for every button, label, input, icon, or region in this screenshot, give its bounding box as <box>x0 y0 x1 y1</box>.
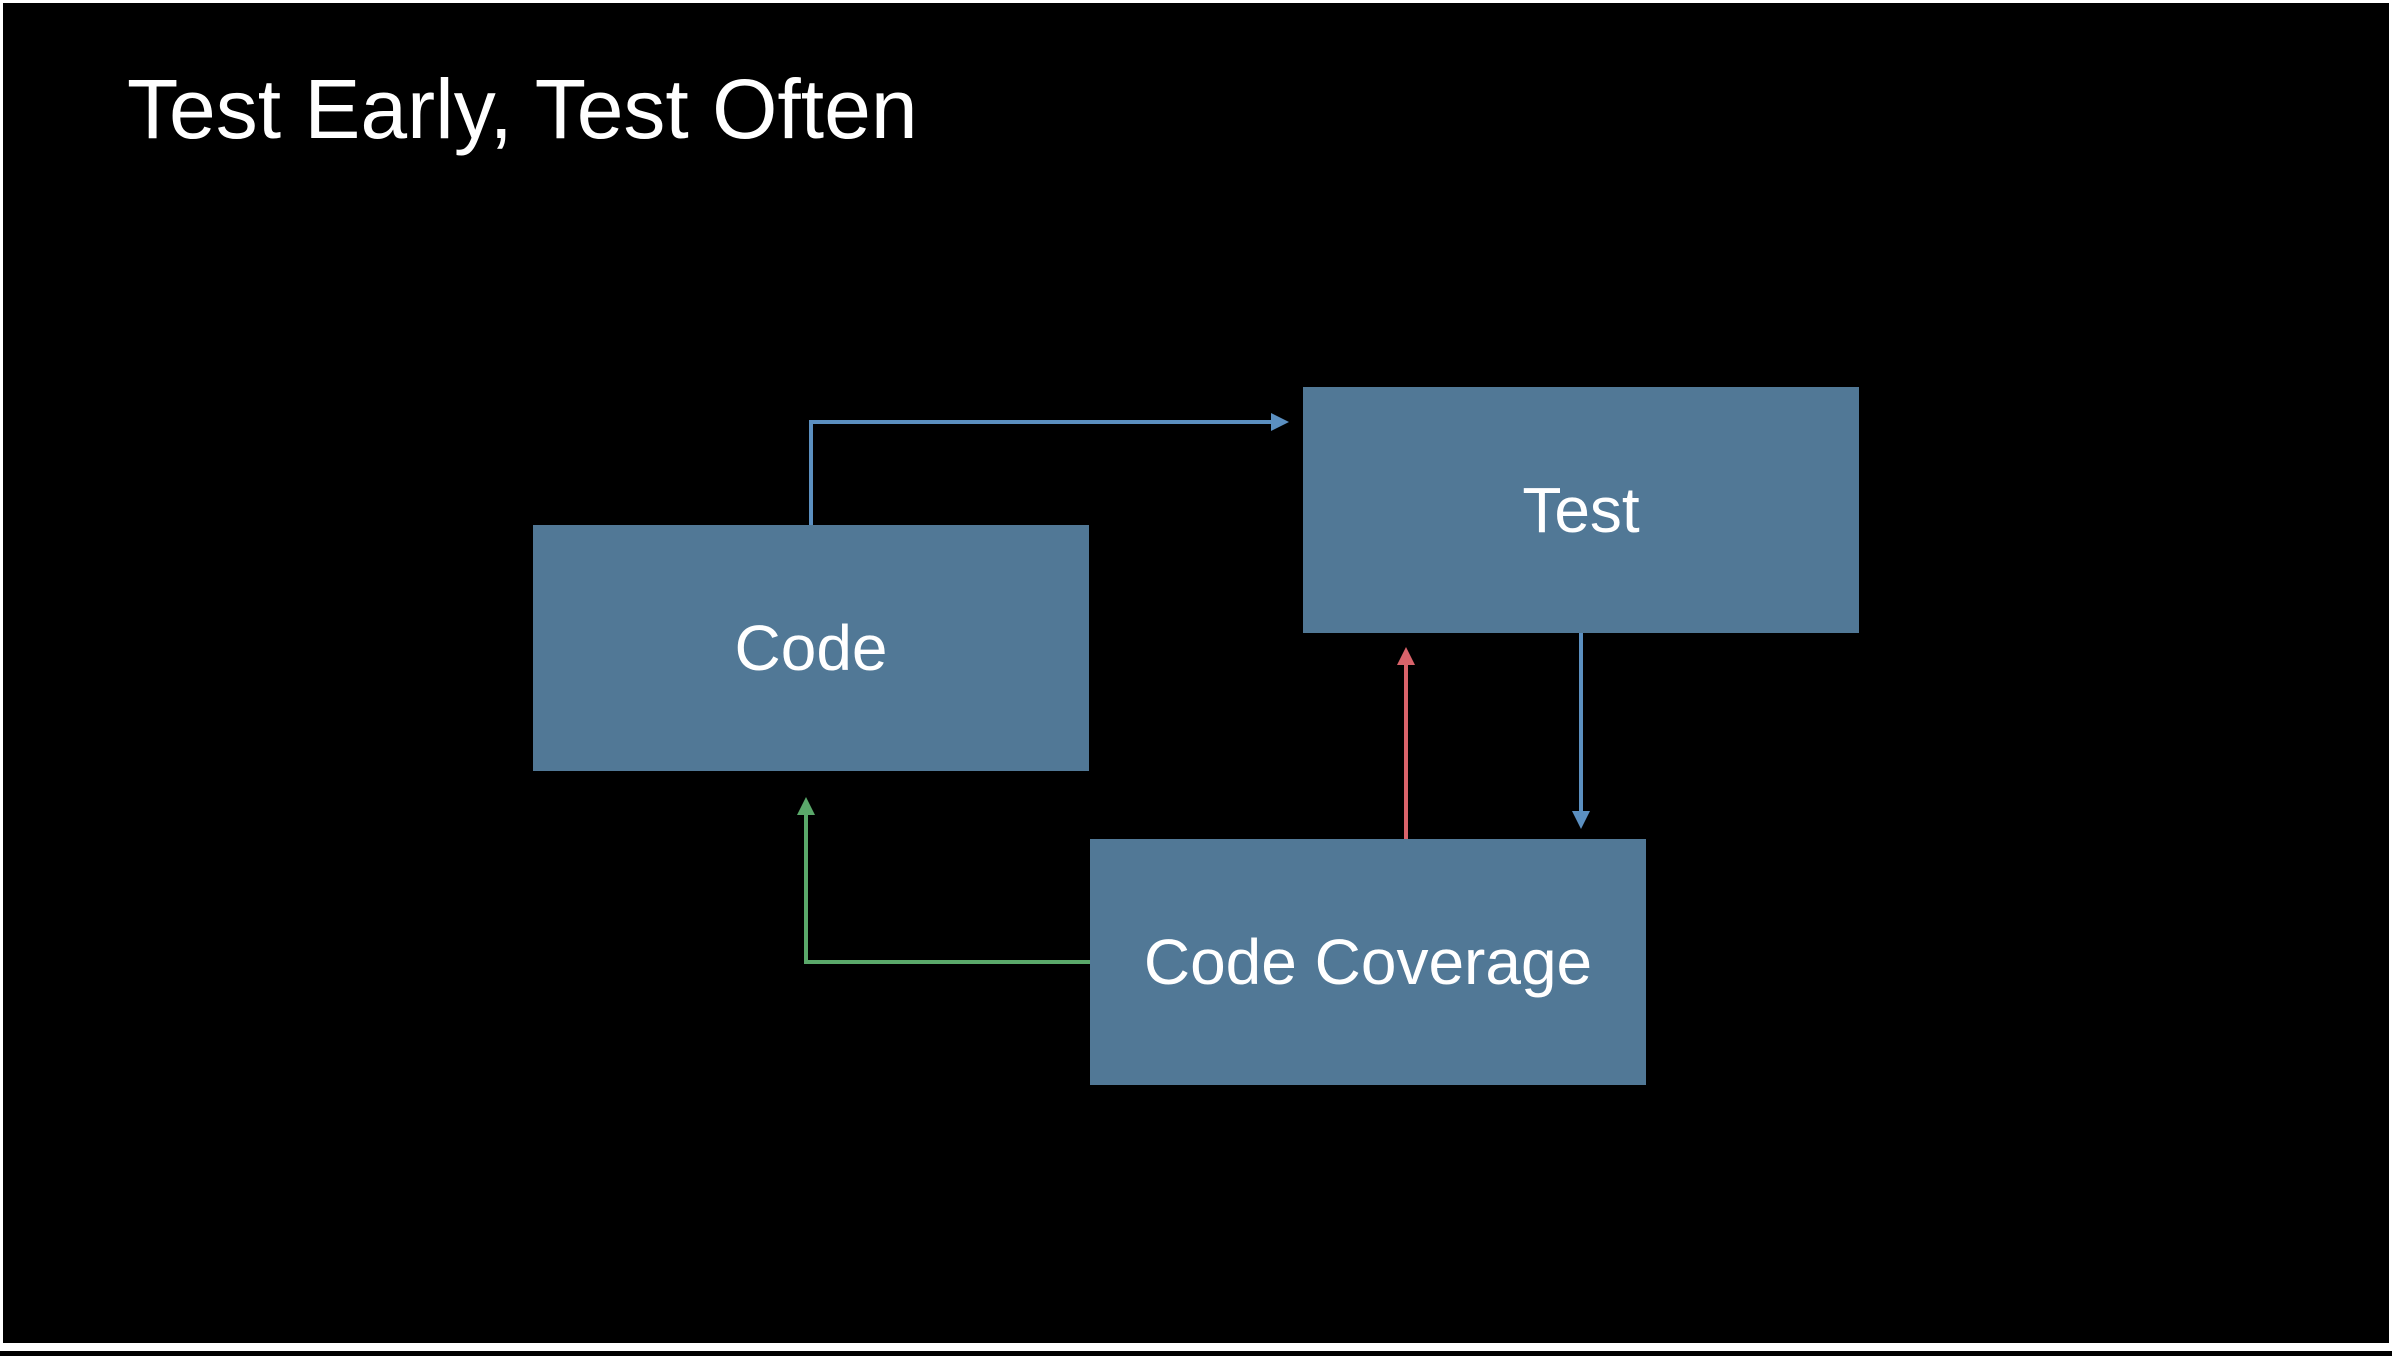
edge-coverage-to-code <box>797 797 1090 964</box>
slide-title: Test Early, Test Often <box>127 62 918 156</box>
node-test-label: Test <box>1522 474 1640 546</box>
node-code: Code <box>533 525 1089 771</box>
node-test: Test <box>1303 387 1859 633</box>
bottom-border-line <box>0 1351 2392 1356</box>
edge-code-to-test <box>809 413 1289 525</box>
edge-test-to-coverage <box>1572 633 1590 829</box>
node-code-coverage-label: Code Coverage <box>1143 926 1593 998</box>
node-code-label: Code <box>734 612 888 684</box>
edge-coverage-to-code-line <box>804 815 1090 964</box>
node-code-coverage: Code Coverage <box>1090 839 1646 1085</box>
edge-coverage-to-test-arrowhead <box>1397 647 1415 665</box>
slide: Test Early, Test Often Code Test Code Co… <box>3 3 2389 1343</box>
edge-test-to-coverage-arrowhead <box>1572 811 1590 829</box>
edge-coverage-to-test <box>1397 647 1415 839</box>
edge-code-to-test-arrowhead <box>1271 413 1289 431</box>
edge-coverage-to-code-arrowhead <box>797 797 815 815</box>
diagram-connectors <box>797 413 1590 964</box>
edge-code-to-test-line <box>809 420 1273 525</box>
